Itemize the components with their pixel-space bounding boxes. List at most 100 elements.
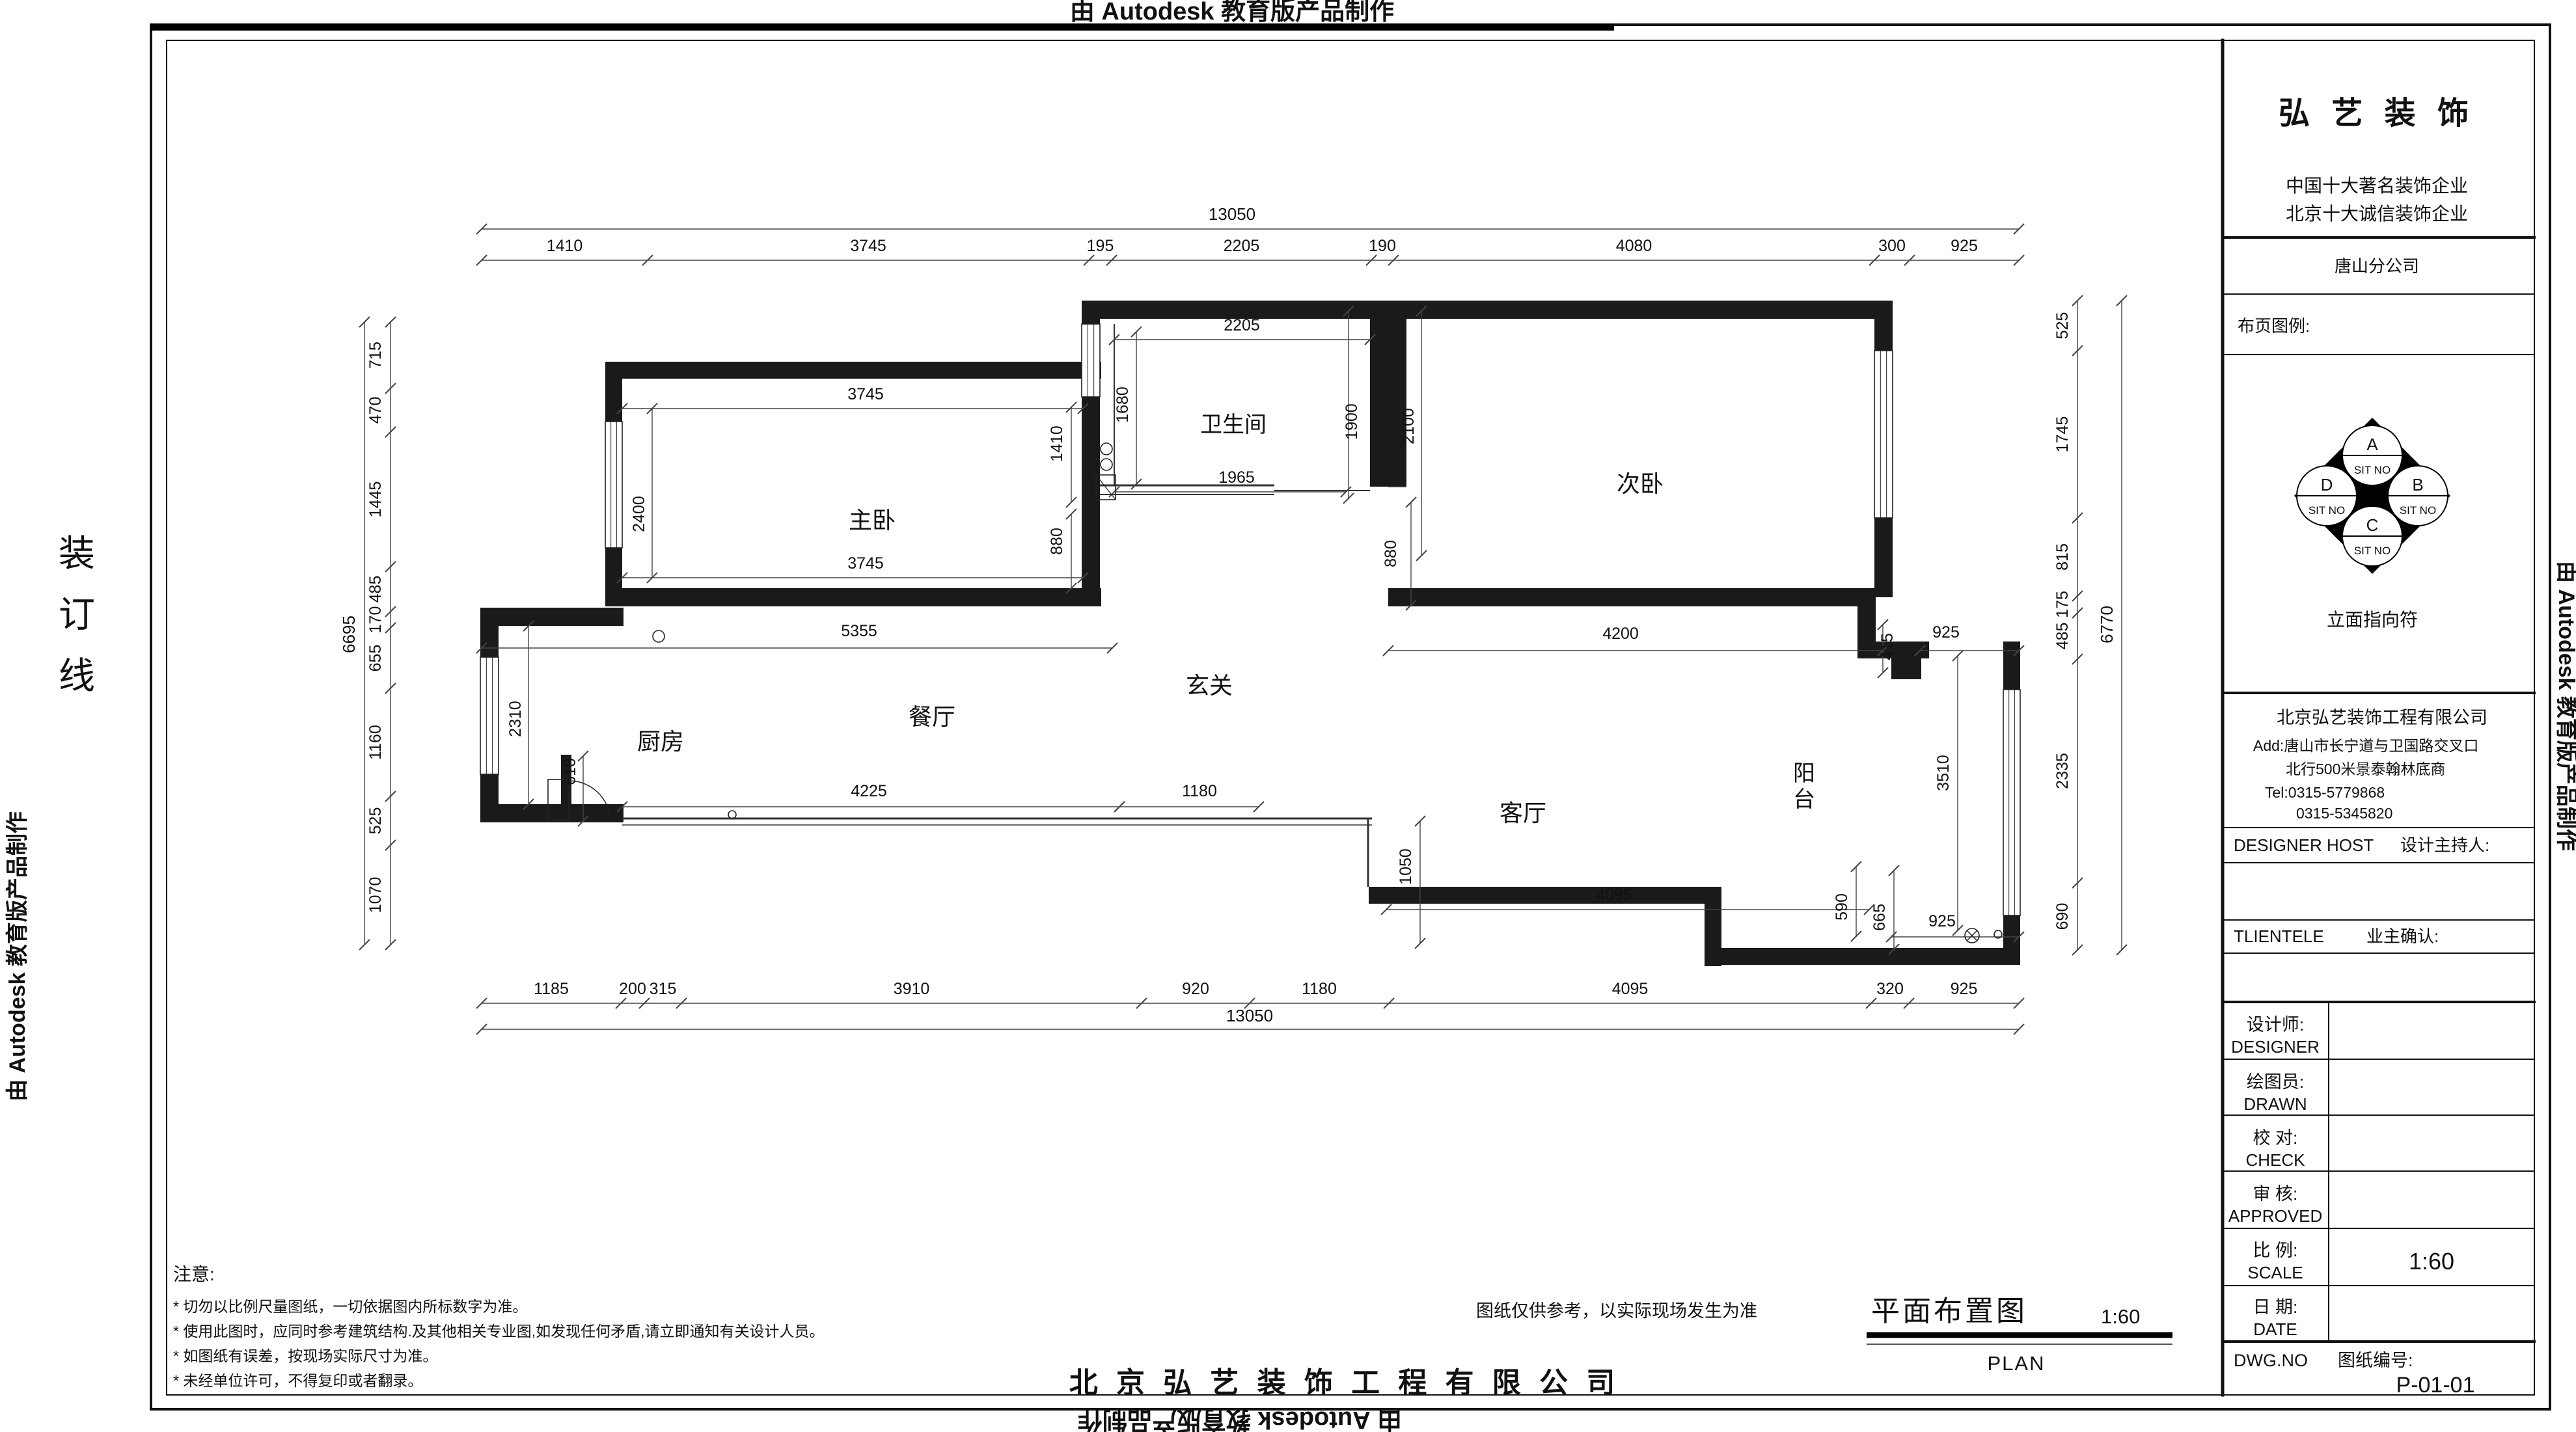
- dwg-label-en: DWG.NO: [2234, 1351, 2308, 1370]
- dim-label: 1180: [1182, 782, 1217, 800]
- company-tel-2: 0315-5345820: [2296, 805, 2392, 822]
- note-line: * 使用此图时，应同时参考建筑结构.及其他相关专业图,如发现任何矛盾,请立即通知…: [173, 1323, 825, 1340]
- legend-label: 布页图例:: [2238, 316, 2310, 336]
- dim-label: 525: [366, 807, 385, 835]
- note-line: * 未经单位许可，不得复印或者翻录。: [173, 1372, 422, 1389]
- watermark-top: 由 Autodesk 教育版产品制作: [1070, 0, 1394, 25]
- dim-label: 1185: [534, 980, 569, 998]
- dim-tick: [676, 997, 687, 1009]
- dim-tick: [385, 561, 396, 573]
- branch-name: 唐山分公司: [2335, 256, 2419, 276]
- room-label: 次卧: [1617, 470, 1664, 497]
- dim-tick: [2072, 944, 2083, 956]
- binding-line-label: 装订线: [59, 533, 95, 696]
- dim-tick: [2072, 607, 2083, 619]
- dim-tick: [1077, 572, 1089, 584]
- dim-tick: [1106, 254, 1117, 266]
- dim-label: 1410: [1048, 426, 1066, 462]
- disclaimer: 图纸仅供参考，以实际现场发生为准: [1476, 1301, 1757, 1321]
- dim-tick: [1364, 334, 1376, 345]
- dim-tick: [1380, 904, 1392, 915]
- room-label: 客厅: [1500, 800, 1546, 826]
- dim-label: 2205: [1224, 237, 1260, 255]
- row-label-cn: 设计师:: [2247, 1015, 2305, 1034]
- dim-tick: [1405, 496, 1417, 508]
- legend-sit-no: SIT NO: [2354, 464, 2391, 476]
- dim-label: 6695: [339, 615, 359, 653]
- drawing-scale: 1:60: [2101, 1305, 2140, 1328]
- dim-label: 880: [1048, 528, 1066, 555]
- dim-tick: [1388, 254, 1399, 266]
- dim-tick: [1130, 326, 1142, 338]
- dim-tick: [476, 997, 487, 1009]
- dim-label: 485: [2053, 623, 2072, 650]
- dim-tick: [385, 790, 396, 802]
- dim-label: 880: [1382, 540, 1400, 567]
- legend-sit-no: SIT NO: [2309, 504, 2345, 517]
- dim-tick: [615, 997, 627, 1009]
- dim-tick: [359, 939, 370, 951]
- legend-letter: B: [2412, 475, 2423, 494]
- dim-tick: [1343, 305, 1354, 317]
- dim-label: 815: [2053, 543, 2072, 571]
- legend-sit-no: SIT NO: [2354, 545, 2391, 557]
- dim-label: 925: [1928, 912, 1956, 930]
- wall: [480, 608, 623, 626]
- dim-label: 1160: [366, 725, 385, 760]
- row-label-en: APPROVED: [2228, 1206, 2323, 1226]
- dim-label: 4095: [1596, 886, 1632, 904]
- dim-tick: [2072, 590, 2083, 602]
- dim-label: 1410: [547, 237, 583, 255]
- watermark-right: 由 Autodesk 教育版产品制作: [2554, 561, 2576, 851]
- window-kitchen: [480, 656, 499, 775]
- dim-tick: [1065, 508, 1077, 520]
- dim-tick: [1114, 801, 1125, 813]
- dim-label: 2205: [1224, 316, 1260, 334]
- title-block: 弘 艺 装 饰 中国十大著名装饰企业 北京十大诚信装饰企业 唐山分公司 布页图例…: [2221, 38, 2536, 1398]
- dim-label: 4095: [1612, 980, 1649, 998]
- dim-tick: [1952, 650, 1964, 662]
- dim-tick: [1877, 667, 1889, 679]
- footer: 注意: * 切勿以比例尺量图纸，一切依据图内所标数字为准。* 使用此图时，应同时…: [173, 1264, 2172, 1399]
- dwg-label-cn: 图纸编号:: [2338, 1351, 2413, 1370]
- dim-tick: [2013, 223, 2025, 235]
- dim-label: 665: [1870, 904, 1889, 931]
- dim-tick: [2116, 295, 2128, 306]
- dim-tick: [1405, 599, 1417, 611]
- dim-label: 1445: [366, 481, 385, 518]
- dim-label: 3745: [847, 385, 884, 403]
- row-label-en: SCALE: [2247, 1263, 2303, 1282]
- dim-label: 1745: [2053, 416, 2072, 453]
- row-value: 1:60: [2409, 1248, 2454, 1275]
- dim-tick: [1888, 943, 1900, 955]
- dim-label: 1680: [1114, 386, 1132, 423]
- dim-label: 175: [2053, 591, 2072, 618]
- dim-label: 1900: [1343, 403, 1361, 440]
- row-label-en: DESIGNER: [2231, 1037, 2320, 1057]
- dim-label: 200: [619, 980, 646, 998]
- dim-label: 170: [366, 606, 385, 634]
- dim-tick: [1885, 931, 1897, 943]
- fixtures: [480, 323, 2021, 943]
- row-label-cn: 日 期:: [2253, 1297, 2297, 1317]
- door-leaf: [547, 779, 569, 820]
- dim-tick: [1253, 801, 1265, 813]
- clientele-en: TLIENTELE: [2234, 926, 2324, 946]
- fixture-circle: [1100, 442, 1113, 455]
- dim-tick: [2072, 295, 2083, 306]
- dim-tick: [638, 997, 650, 1009]
- drain-symbol: [1964, 928, 1980, 943]
- drawing-title: 平面布置图: [1871, 1295, 2027, 1327]
- room-label: 阳: [1793, 761, 1815, 786]
- dim-tick: [1414, 815, 1426, 827]
- dim-tick: [1383, 997, 1395, 1009]
- shower-tray: [1095, 474, 1116, 500]
- wall: [605, 588, 1101, 606]
- dim-tick: [577, 750, 589, 762]
- room-label: 台: [1793, 787, 1815, 812]
- dim-label: 715: [366, 342, 385, 369]
- wall: [1705, 887, 1721, 966]
- dim-label: 2400: [630, 496, 648, 532]
